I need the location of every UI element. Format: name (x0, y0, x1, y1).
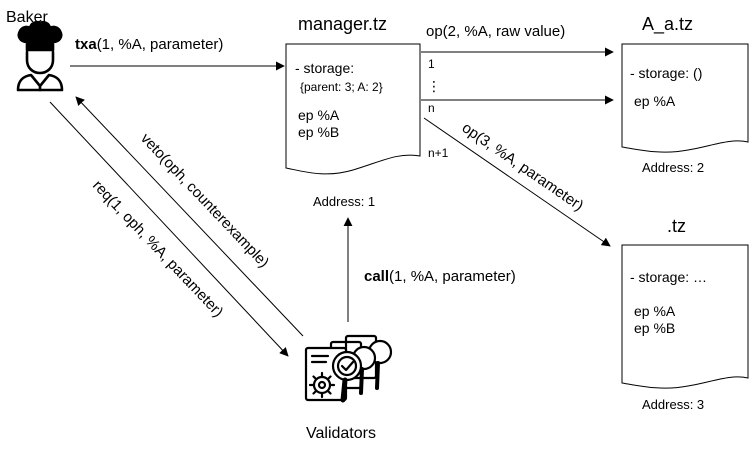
manager-document (285, 43, 421, 175)
tz-contract-title: .tz (667, 216, 686, 236)
a-contract-document (621, 43, 749, 153)
tz-contract-storage-label: - storage: … (630, 269, 707, 285)
manager-storage-value: {parent: 3; A: 2} (300, 80, 383, 94)
port-label-n: n (428, 101, 435, 115)
validators-icon (304, 334, 393, 403)
op3-label: op(3, %A, parameter) (459, 119, 587, 214)
op3-arrow (423, 117, 611, 247)
veto-arrow (75, 96, 304, 337)
manager-storage-label: - storage: (295, 60, 354, 76)
manager-address: Address: 1 (313, 194, 375, 209)
validators-label: Validators (306, 425, 376, 442)
manager-entrypoint-a: ep %A (298, 107, 340, 123)
a-contract-title: A_a.tz (642, 14, 693, 35)
port-label-dots: ⋮ (427, 78, 441, 94)
a-contract-storage-label: - storage: () (630, 65, 702, 81)
manager-entrypoint-b: ep %B (298, 124, 339, 140)
tz-contract-address: Address: 3 (642, 397, 704, 412)
chef-icon (16, 20, 64, 92)
call-label: call(1, %A, parameter) (364, 268, 516, 285)
txa-label: txa(1, %A, parameter) (75, 36, 223, 53)
op2-label: op(2, %A, raw value) (426, 23, 565, 40)
port-label-n1: n+1 (428, 146, 449, 160)
manager-title: manager.tz (298, 14, 387, 34)
tz-contract-entrypoint-b: ep %B (634, 320, 675, 336)
a-contract-entrypoint-a: ep %A (634, 93, 676, 109)
a-contract-address: Address: 2 (642, 160, 704, 175)
tz-contract-document (621, 244, 749, 389)
req-arrow (49, 101, 289, 357)
tz-contract-entrypoint-a: ep %A (634, 303, 676, 319)
port-label-1: 1 (428, 57, 435, 71)
